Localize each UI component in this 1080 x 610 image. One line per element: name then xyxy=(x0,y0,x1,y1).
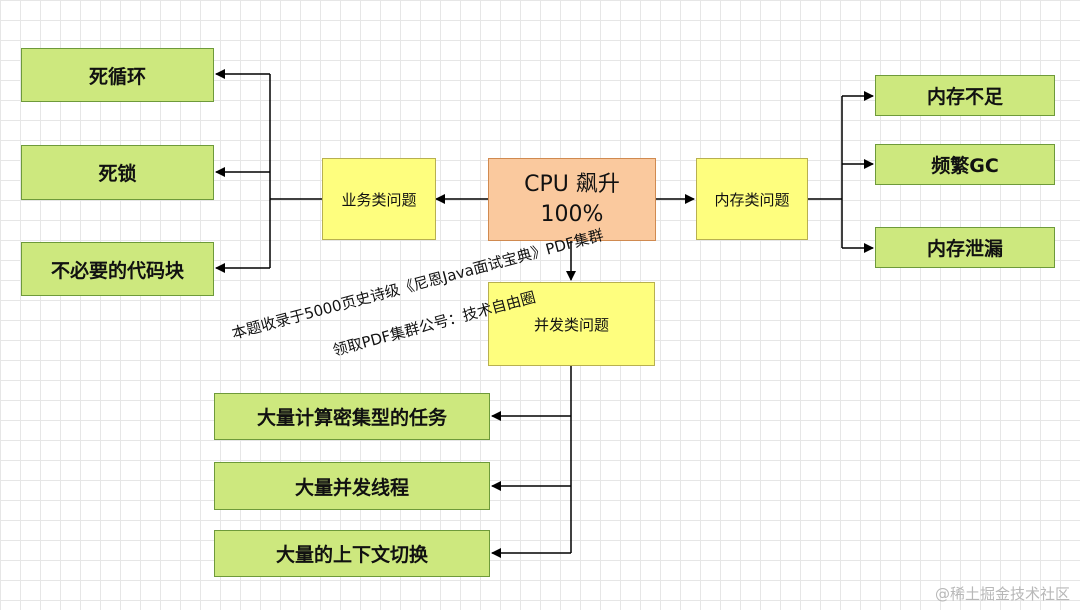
category-memory-issues: 内存类问题 xyxy=(696,158,808,240)
root-node-cpu-spike: CPU 飙升 100% xyxy=(488,158,656,241)
leaf-compute-intensive-tasks: 大量计算密集型的任务 xyxy=(214,393,490,440)
leaf-context-switching: 大量的上下文切换 xyxy=(214,530,490,577)
leaf-out-of-memory: 内存不足 xyxy=(875,75,1055,116)
leaf-frequent-gc: 频繁GC xyxy=(875,144,1055,185)
category-business-issues: 业务类问题 xyxy=(322,158,436,240)
leaf-many-concurrent-threads: 大量并发线程 xyxy=(214,462,490,510)
leaf-unnecessary-code-block: 不必要的代码块 xyxy=(21,242,214,296)
category-concurrency-issues: 并发类问题 xyxy=(488,282,655,366)
footer-watermark: @稀土掘金技术社区 xyxy=(934,585,1070,603)
leaf-dead-loop: 死循环 xyxy=(21,48,214,102)
leaf-deadlock: 死锁 xyxy=(21,145,214,200)
leaf-memory-leak: 内存泄漏 xyxy=(875,227,1055,268)
